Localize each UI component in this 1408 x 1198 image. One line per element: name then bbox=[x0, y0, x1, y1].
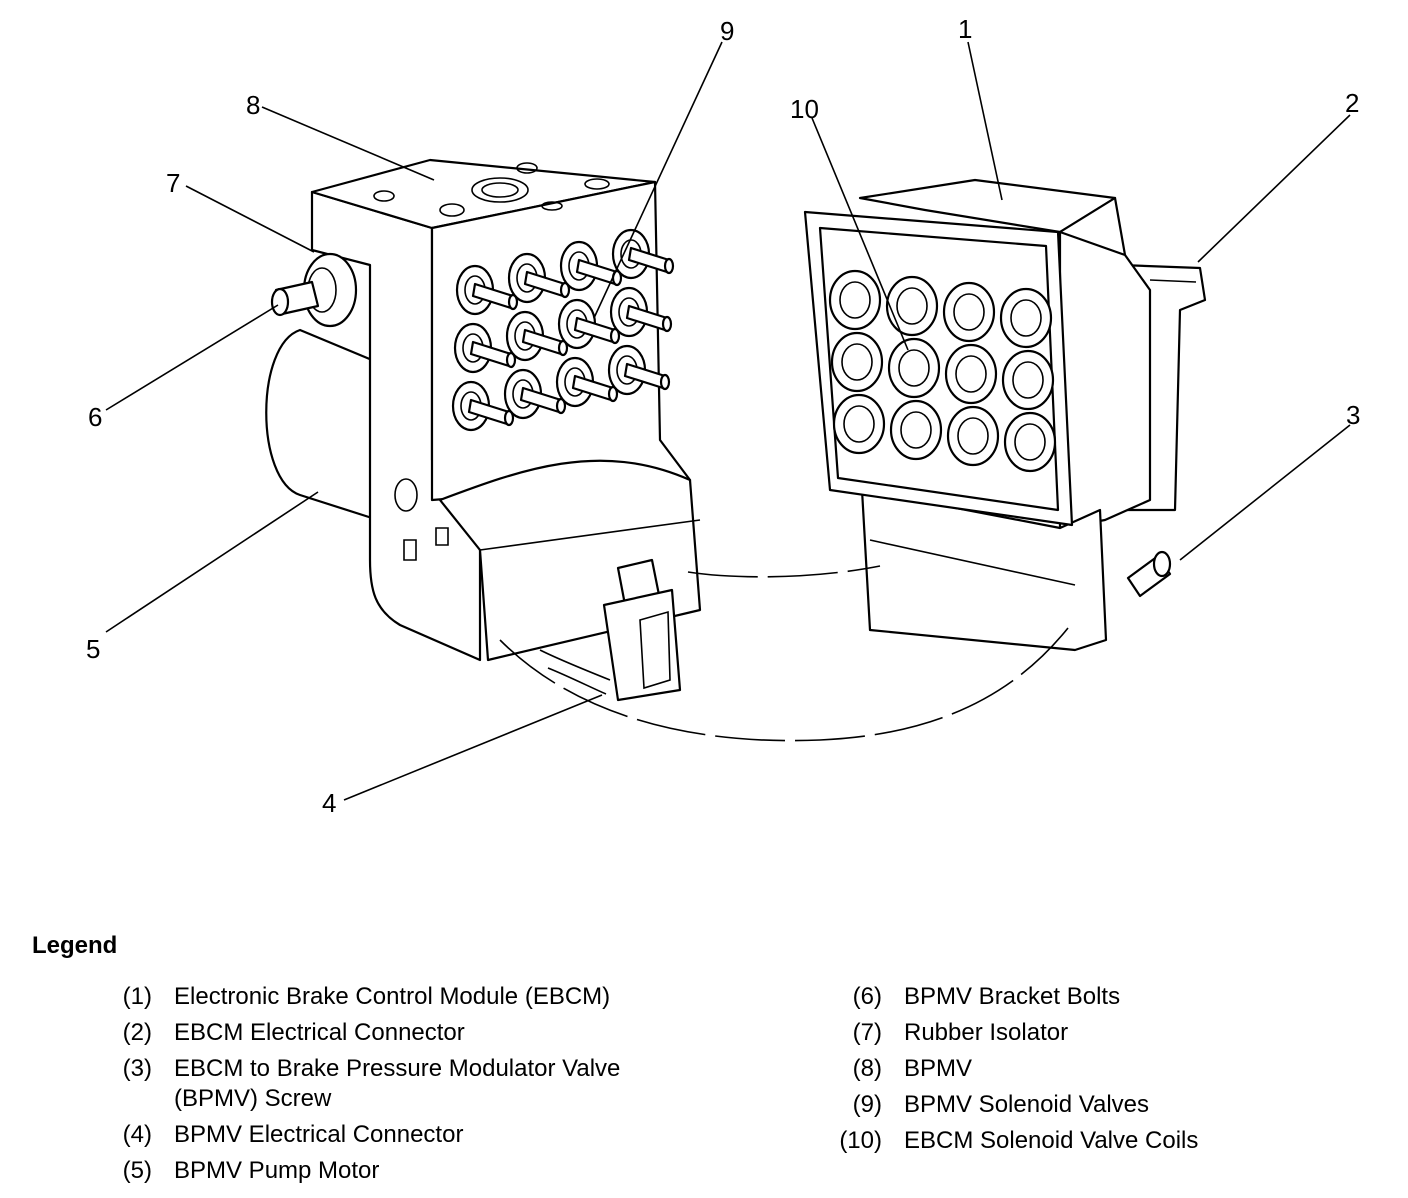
callout-5: 5 bbox=[86, 634, 100, 664]
legend-item: (1) Electronic Brake Control Module (EBC… bbox=[96, 982, 656, 1012]
legend-item: (3) EBCM to Brake Pressure Modulator Val… bbox=[96, 1054, 656, 1114]
legend-item: (10) EBCM Solenoid Valve Coils bbox=[826, 1126, 1386, 1156]
solenoid-valve bbox=[555, 356, 619, 408]
solenoid-valve bbox=[453, 322, 517, 374]
solenoid-valve bbox=[455, 264, 519, 316]
legend-item-text: BPMV Pump Motor bbox=[174, 1157, 380, 1184]
legend-item-text: BPMV Bracket Bolts bbox=[904, 983, 1121, 1010]
callout-3: 3 bbox=[1346, 400, 1360, 430]
solenoid-coil bbox=[942, 281, 996, 343]
solenoid-coil bbox=[1001, 349, 1055, 411]
solenoid-valve bbox=[609, 286, 673, 338]
legend-item-number: (9) bbox=[852, 1091, 882, 1118]
callout-6: 6 bbox=[88, 402, 102, 432]
solenoid-coil bbox=[889, 399, 943, 461]
bpmv-solenoid-valves bbox=[451, 228, 675, 432]
solenoid-coil bbox=[1003, 411, 1057, 473]
legend-item: (8) BPMV bbox=[826, 1054, 1386, 1084]
solenoid-coil bbox=[944, 343, 998, 405]
solenoid-valve bbox=[607, 344, 671, 396]
legend-column-right: (6) BPMV Bracket Bolts (7) Rubber Isolat… bbox=[826, 982, 1386, 1162]
legend-item-number: (5) bbox=[122, 1157, 152, 1184]
legend-item: (9) BPMV Solenoid Valves bbox=[826, 1090, 1386, 1120]
solenoid-valve bbox=[505, 310, 569, 362]
callout-7: 7 bbox=[166, 168, 180, 198]
legend-item-text: BPMV bbox=[904, 1055, 973, 1082]
callout-10: 10 bbox=[790, 94, 819, 124]
legend-item-number: (7) bbox=[852, 1019, 882, 1046]
callout-8: 8 bbox=[246, 90, 260, 120]
solenoid-coil bbox=[828, 269, 882, 331]
solenoid-coil bbox=[830, 331, 884, 393]
solenoid-valve bbox=[507, 252, 571, 304]
alignment-arc-upper bbox=[687, 565, 881, 578]
legend-item-number: (6) bbox=[852, 983, 882, 1010]
solenoid-valve bbox=[559, 240, 623, 292]
exploded-view-diagram: 1 2 3 4 5 6 7 8 9 10 bbox=[86, 14, 1360, 818]
callout-2: 2 bbox=[1345, 88, 1359, 118]
legend-item-text: BPMV Solenoid Valves bbox=[904, 1091, 1150, 1118]
ebcm-solenoid-valve-coils bbox=[828, 269, 1057, 473]
legend-item-text: EBCM Solenoid Valve Coils bbox=[904, 1127, 1199, 1154]
legend-item: (4) BPMV Electrical Connector bbox=[96, 1120, 656, 1150]
solenoid-coil bbox=[999, 287, 1053, 349]
callout-9: 9 bbox=[720, 16, 734, 46]
legend-item-number: (2) bbox=[122, 1019, 152, 1046]
legend-item-number: (3) bbox=[122, 1055, 152, 1082]
legend-item: (7) Rubber Isolator bbox=[826, 1018, 1386, 1048]
callout-1: 1 bbox=[958, 14, 972, 44]
solenoid-valve bbox=[503, 368, 567, 420]
legend-title: Legend bbox=[32, 932, 118, 959]
legend-item-text: Electronic Brake Control Module (EBCM) bbox=[174, 983, 611, 1010]
solenoid-valve bbox=[451, 380, 515, 432]
legend-item: (5) BPMV Pump Motor bbox=[96, 1156, 656, 1186]
legend-item-text: EBCM to Brake Pressure Modulator Valve (… bbox=[174, 1055, 621, 1112]
legend-item-text: Rubber Isolator bbox=[904, 1019, 1069, 1046]
legend-item: (6) BPMV Bracket Bolts bbox=[826, 982, 1386, 1012]
solenoid-coil bbox=[885, 275, 939, 337]
legend-item-text: BPMV Electrical Connector bbox=[174, 1121, 464, 1148]
legend-item-number: (8) bbox=[852, 1055, 882, 1082]
solenoid-valve bbox=[611, 228, 675, 280]
callout-4: 4 bbox=[322, 788, 336, 818]
pump-motor bbox=[265, 328, 374, 520]
leader-lines bbox=[105, 41, 1351, 801]
bpmv-electrical-connector bbox=[539, 558, 682, 702]
legend-item: (2) EBCM Electrical Connector bbox=[96, 1018, 656, 1048]
legend-item-number: (1) bbox=[122, 983, 152, 1010]
alignment-arc-lower bbox=[499, 627, 1069, 742]
legend-item-number: (10) bbox=[839, 1127, 882, 1154]
legend-item-number: (4) bbox=[122, 1121, 152, 1148]
legend-column-left: (1) Electronic Brake Control Module (EBC… bbox=[96, 982, 656, 1192]
solenoid-coil bbox=[887, 337, 941, 399]
legend-item-text: EBCM Electrical Connector bbox=[174, 1019, 465, 1046]
solenoid-valve bbox=[557, 298, 621, 350]
solenoid-coil bbox=[832, 393, 886, 455]
solenoid-coil bbox=[946, 405, 1000, 467]
